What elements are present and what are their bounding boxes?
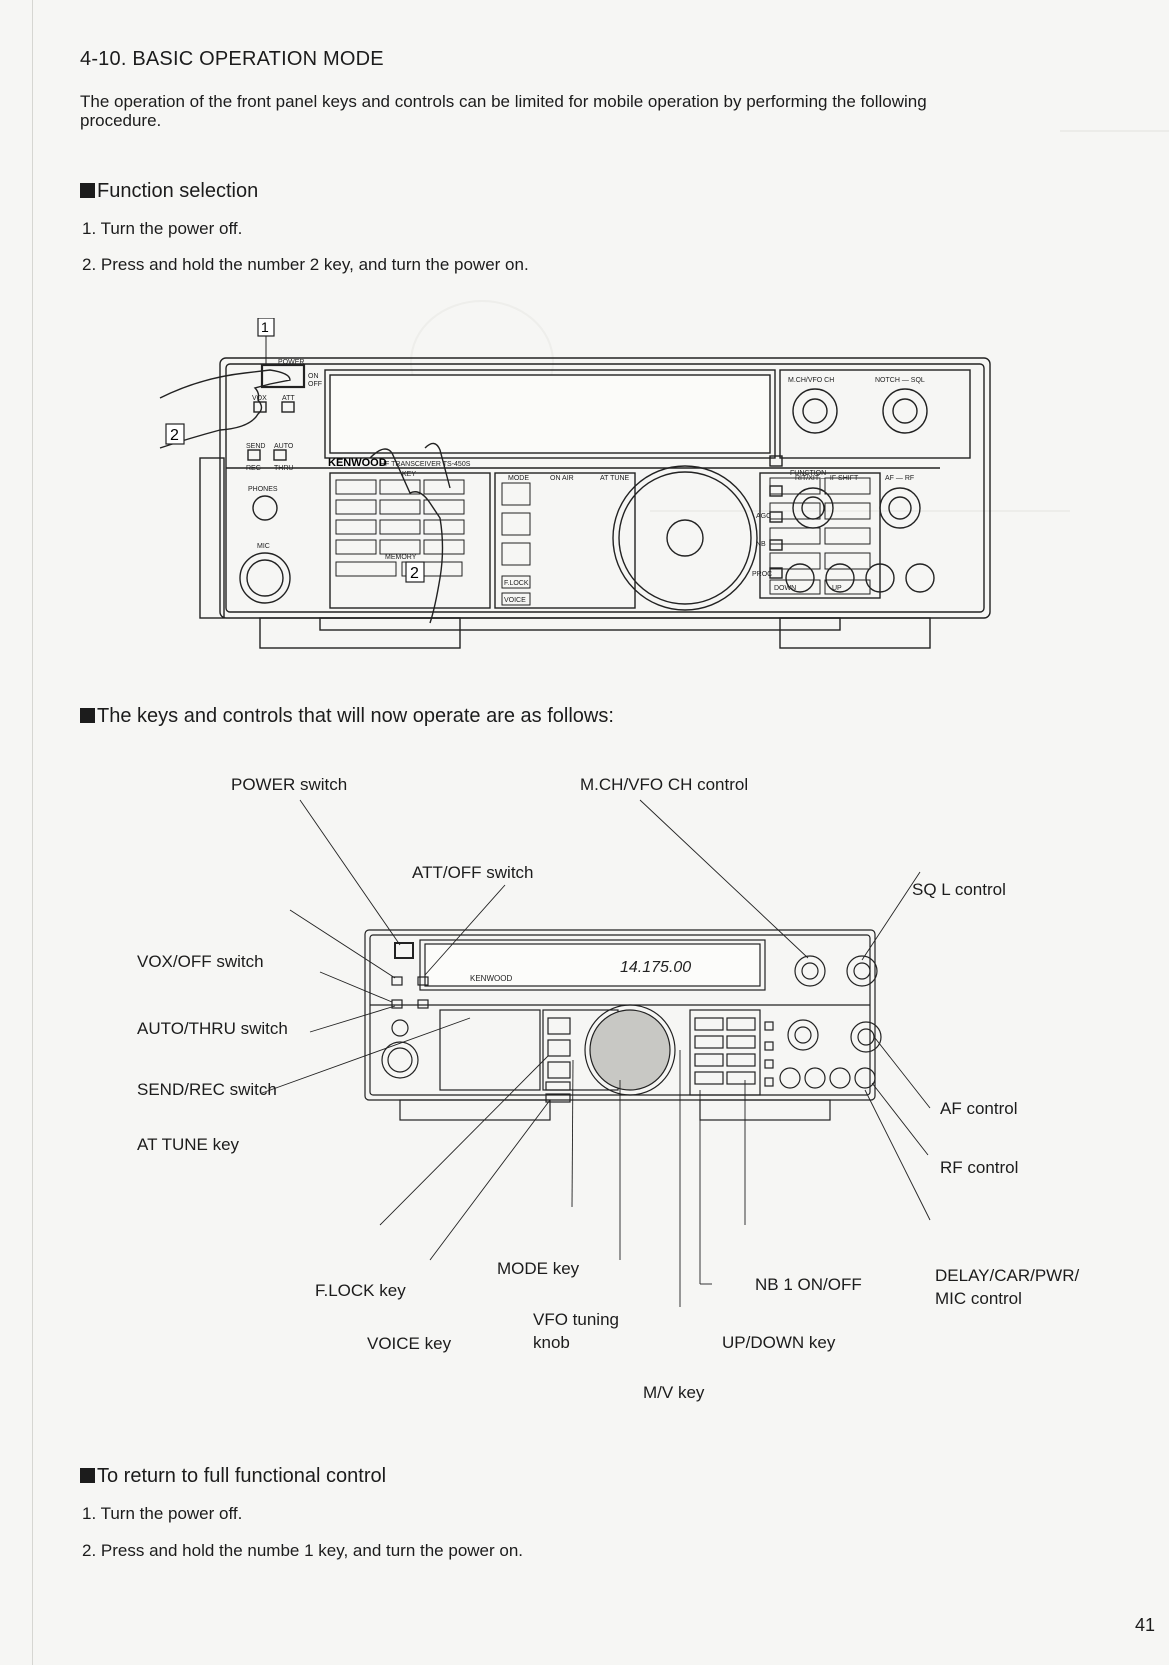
heading-bullet-icon (80, 708, 95, 723)
figure2-brand: KENWOOD (470, 974, 512, 983)
panel-nb-label: NB (756, 541, 766, 548)
panel-mic-label: MIC (257, 543, 270, 550)
label-rf-control: RF control (940, 1158, 1019, 1177)
panel-rit-label: RIT/XIT — IF SHIFT (795, 475, 859, 482)
frequency-display: 14.175.00 (620, 959, 691, 976)
panel-up-label: UP (832, 585, 842, 592)
page-margin-line (32, 0, 33, 1665)
callout-2-label: 2 (170, 427, 179, 444)
panel-on-air-label: ON AIR (550, 475, 574, 482)
heading-bullet-icon (80, 1468, 95, 1483)
step-1: 1. Turn the power off. (82, 219, 243, 238)
keys-heading: The keys and controls that will now oper… (80, 705, 614, 728)
label-vfo-line2: knob (533, 1333, 570, 1352)
return-step-2: 2. Press and hold the numbe 1 key, and t… (82, 1541, 524, 1560)
label-mv-key: M/V key (643, 1383, 705, 1402)
function-selection-heading: Function selection (80, 180, 258, 203)
panel-auto-label: AUTO (274, 443, 294, 450)
label-delay-line1: DELAY/CAR/PWR/ (935, 1266, 1080, 1285)
panel-mode-label: MODE (508, 475, 529, 482)
panel-agc-label: AGC (756, 513, 771, 520)
label-auto-thru: AUTO/THRU switch (137, 1019, 288, 1038)
intro-text: The operation of the front panel keys an… (80, 92, 927, 111)
panel-down-label: DOWN (774, 585, 796, 592)
brand-logo: KENWOOD (328, 457, 387, 469)
panel-proc-label: PROC (752, 571, 772, 578)
panel-thru-label: THRU (274, 465, 293, 472)
callout-2b-label: 2 (410, 565, 419, 582)
panel-function-label: FUNCTION (790, 470, 826, 477)
label-voice-key: VOICE key (367, 1334, 452, 1353)
panel-off-label: OFF (308, 381, 322, 388)
panel-flock-label: F.LOCK (504, 580, 529, 587)
label-delay-line2: MIC control (935, 1289, 1022, 1308)
panel-on-label: ON (308, 373, 319, 380)
panel-rec-label: REC (246, 465, 261, 472)
transceiver-figure-1: 1 2 2 POWER ON OFF VOX ATT SEND AUTO REC… (159, 318, 991, 649)
label-send-rec: SEND/REC switch (137, 1080, 277, 1099)
return-step-1: 1. Turn the power off. (82, 1504, 243, 1523)
label-af-control: AF control (940, 1099, 1018, 1118)
panel-phones-label: PHONES (248, 486, 278, 493)
panel-at-tune-label: AT TUNE (600, 475, 630, 482)
panel-voice-label: VOICE (504, 597, 526, 604)
panel-memory-label: MEMORY (385, 554, 417, 561)
panel-send-label: SEND (246, 443, 265, 450)
page-number: 41 (1135, 1615, 1156, 1635)
return-heading: To return to full functional control (80, 1465, 386, 1488)
panel-notch-label: NOTCH — SQL (875, 377, 925, 384)
label-vox-off: VOX/OFF switch (137, 952, 264, 971)
panel-power-label: POWER (278, 359, 304, 366)
label-nb1: NB 1 ON/OFF (755, 1275, 862, 1294)
panel-key-label: KEY (402, 471, 416, 478)
label-mch-control: M.CH/VFO CH control (580, 775, 749, 794)
label-at-tune-key: AT TUNE key (137, 1135, 240, 1154)
label-vfo-line1: VFO tuning (533, 1310, 619, 1329)
label-updown-key: UP/DOWN key (722, 1333, 836, 1352)
panel-model-label: HF TRANSCEIVER TS-450S (380, 461, 471, 468)
panel-vox-label: VOX (252, 395, 267, 402)
label-mode-key: MODE key (497, 1259, 580, 1278)
intro-text-cont: procedure. (80, 111, 162, 130)
label-att-off: ATT/OFF switch (412, 863, 534, 882)
panel-att-label: ATT (282, 395, 295, 402)
panel-mch-label: M.CH/VFO CH (788, 377, 834, 384)
label-flock-key: F.LOCK key (315, 1281, 406, 1300)
section-title: 4-10. BASIC OPERATION MODE (80, 48, 384, 70)
label-sql-control: SQ L control (912, 880, 1006, 899)
panel-afrf-label: AF — RF (885, 475, 914, 482)
transceiver-figure-2: KENWOOD 14.175.00 (261, 799, 931, 1307)
heading-bullet-icon (80, 183, 95, 198)
callout-1-label: 1 (261, 319, 269, 335)
step-2: 2. Press and hold the number 2 key, and … (82, 255, 529, 274)
label-power-switch: POWER switch (231, 775, 348, 794)
